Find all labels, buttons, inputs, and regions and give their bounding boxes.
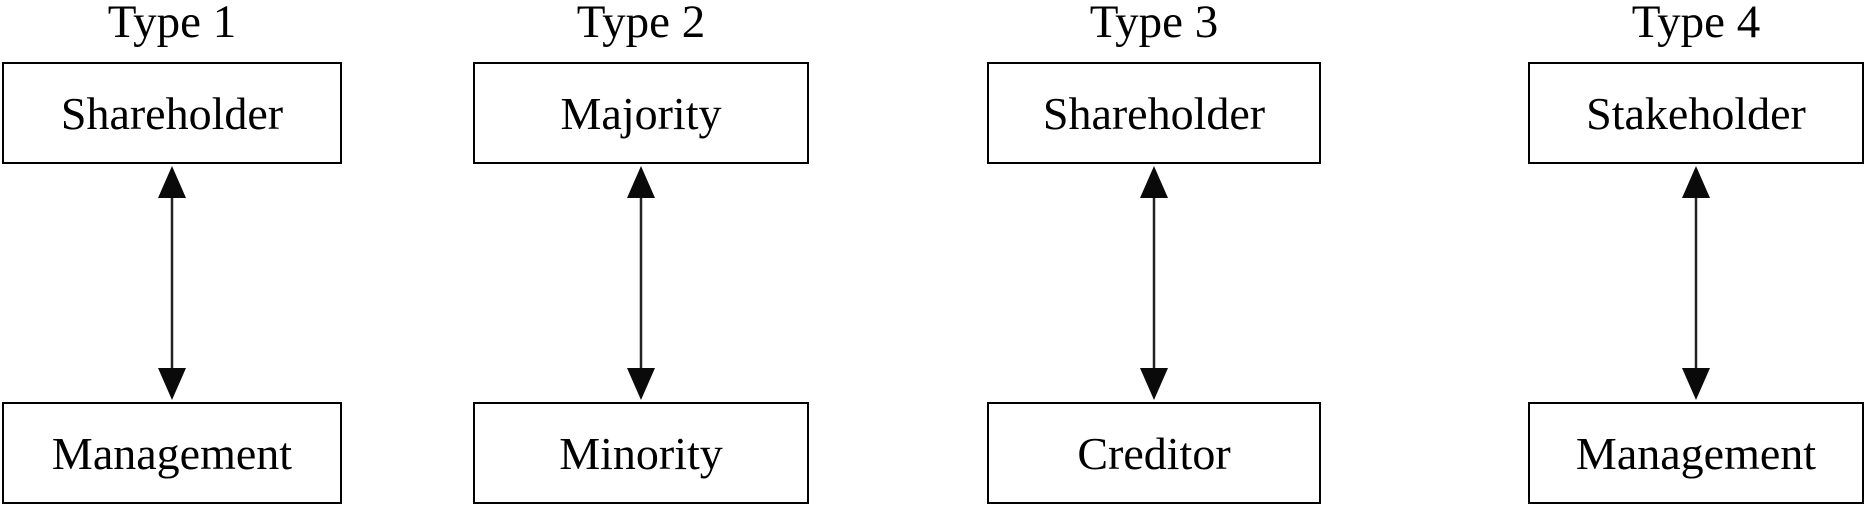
top-party-box: Shareholder — [2, 62, 342, 164]
top-party-box: Majority — [473, 62, 809, 164]
bottom-party-label: Creditor — [1077, 427, 1231, 479]
top-party-box: Stakeholder — [1528, 62, 1864, 164]
double-headed-arrow-icon — [1140, 166, 1168, 400]
double-headed-arrow-icon — [627, 166, 655, 400]
double-headed-arrow-icon — [1682, 166, 1710, 400]
type-4-column: Type 4 Stakeholder Management — [1528, 0, 1864, 507]
type-2-column: Type 2 Majority Minority — [473, 0, 809, 507]
column-title: Type 3 — [1089, 0, 1219, 48]
top-party-label: Stakeholder — [1586, 87, 1806, 139]
column-title: Type 2 — [576, 0, 706, 48]
bottom-party-label: Management — [1575, 427, 1817, 479]
top-party-box: Shareholder — [987, 62, 1321, 164]
bottom-party-box: Management — [2, 402, 342, 504]
bottom-party-label: Minority — [559, 427, 723, 479]
bottom-party-box: Creditor — [987, 402, 1321, 504]
column-title: Type 1 — [107, 0, 237, 48]
type-3-column: Type 3 Shareholder Creditor — [987, 0, 1321, 507]
column-title: Type 4 — [1631, 0, 1761, 48]
type-1-column: Type 1 Shareholder Management — [2, 0, 342, 507]
top-party-label: Majority — [560, 87, 722, 139]
double-headed-arrow-icon — [158, 166, 186, 400]
top-party-label: Shareholder — [1042, 87, 1266, 139]
bottom-party-box: Minority — [473, 402, 809, 504]
bottom-party-label: Management — [51, 427, 293, 479]
bottom-party-box: Management — [1528, 402, 1864, 504]
top-party-label: Shareholder — [60, 87, 284, 139]
